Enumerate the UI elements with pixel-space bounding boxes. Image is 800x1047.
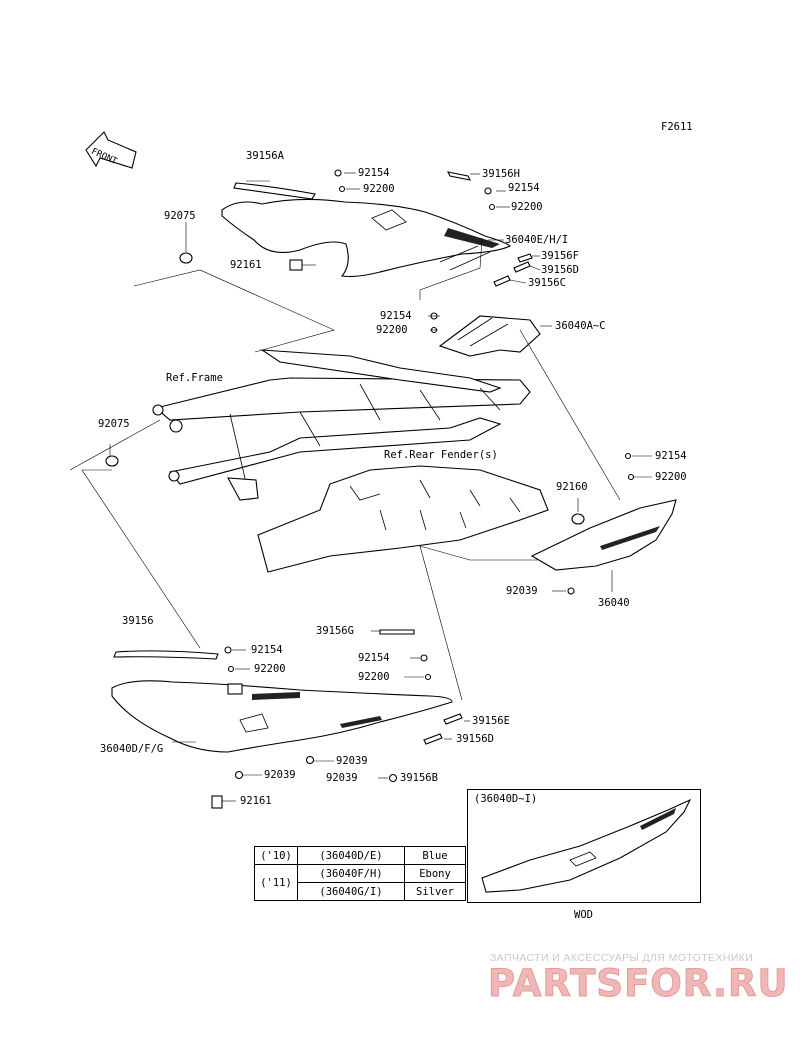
callout-label: 39156H	[482, 168, 520, 180]
table-row: (36040G/I) Silver	[255, 882, 466, 901]
part-92200-b	[488, 203, 496, 211]
callout-label: 92200	[358, 671, 390, 683]
rear-fender-drawing	[257, 465, 549, 573]
part-92161-upper	[289, 259, 303, 271]
color-cell: Blue	[404, 846, 466, 865]
table-row: ('10) (36040D/E) Blue	[254, 846, 466, 865]
callout-label: 92154	[251, 644, 283, 656]
callout-label: 92200	[655, 471, 687, 483]
code-cell: (36040G/I)	[297, 882, 405, 901]
table-row: ('11) (36040F/H) Ebony	[254, 864, 466, 901]
callout-label: 92200	[363, 183, 395, 195]
callout-label: 92200	[511, 201, 543, 213]
callout-label: 39156C	[528, 277, 566, 289]
color-cell: Ebony	[404, 864, 466, 883]
callout-label: 36040D/F/G	[100, 743, 164, 755]
callout-label: 92075	[164, 210, 196, 222]
callout-label: 92154	[358, 652, 390, 664]
callout-label: 36040	[598, 597, 630, 609]
callout-label: 92154	[358, 167, 390, 179]
callout-label: 39156D	[456, 733, 494, 745]
leader-lines	[69, 172, 652, 802]
frame-drawing	[152, 349, 531, 501]
callout-label: 39156G	[316, 625, 354, 637]
callout-label: 92200	[376, 324, 408, 336]
callout-label: 92154	[508, 182, 540, 194]
callout-label: 39156D	[541, 264, 579, 276]
code-cell: (36040D/E)	[297, 846, 405, 865]
callout-label: 92200	[254, 663, 286, 675]
watermark-logo: PARTSFOR.RU	[488, 962, 789, 1006]
part-92161-lower	[211, 795, 223, 809]
watermark-tagline: ЗАПЧАСТИ И АКСЕССУАРЫ ДЛЯ МОТОТЕХНИКИ	[490, 952, 754, 964]
callout-label: 39156A	[246, 150, 284, 162]
callout-label: 92154	[655, 450, 687, 462]
part-92154-a	[334, 169, 342, 177]
part-lower-side-cover	[111, 680, 453, 753]
year-cell: ('10)	[254, 846, 298, 865]
callout-label: 92039	[506, 585, 538, 597]
callout-label: 92161	[240, 795, 272, 807]
part-36040-tail	[530, 499, 677, 571]
part-upper-side-cover	[221, 198, 512, 278]
part-92200-a	[338, 185, 346, 193]
callout-label: 36040E/H/I	[505, 234, 569, 246]
front-arrow-icon	[85, 131, 137, 169]
inset-cover-drawing	[481, 798, 692, 893]
inset-title: (36040D~I)	[474, 793, 538, 805]
callout-label: 36040A~C	[555, 320, 606, 332]
part-39156-strip	[113, 650, 219, 660]
callout-label: 92160	[556, 481, 588, 493]
year-cell: ('11)	[254, 864, 298, 901]
callout-label: 92039	[326, 772, 358, 784]
inset-box	[467, 789, 701, 903]
part-92154-b	[484, 187, 492, 195]
color-cell: Silver	[404, 882, 466, 901]
inset-caption: WOD	[574, 909, 593, 921]
color-variant-table: ('10) (36040D/E) Blue ('11) (36040F/H) E…	[254, 846, 466, 901]
part-92160	[571, 513, 585, 525]
ref-frame-label: Ref.Frame	[166, 372, 223, 384]
figure-code: F2611	[661, 121, 693, 133]
callout-label: 92154	[380, 310, 412, 322]
callout-label: 39156F	[541, 250, 579, 262]
part-36040a-c	[438, 315, 541, 357]
callout-label: 39156	[122, 615, 154, 627]
ref-rear-fender-label: Ref.Rear Fender(s)	[384, 449, 498, 461]
callout-label: 92075	[98, 418, 130, 430]
callout-label: 39156E	[472, 715, 510, 727]
callout-label: 92039	[264, 769, 296, 781]
callout-label: 92039	[336, 755, 368, 767]
code-cell: (36040F/H)	[297, 864, 405, 883]
callout-label: 39156B	[400, 772, 438, 784]
part-92075-lower	[105, 455, 119, 467]
callout-label: 92161	[230, 259, 262, 271]
part-39156a-strip	[233, 182, 316, 200]
part-92075-upper	[179, 252, 193, 264]
